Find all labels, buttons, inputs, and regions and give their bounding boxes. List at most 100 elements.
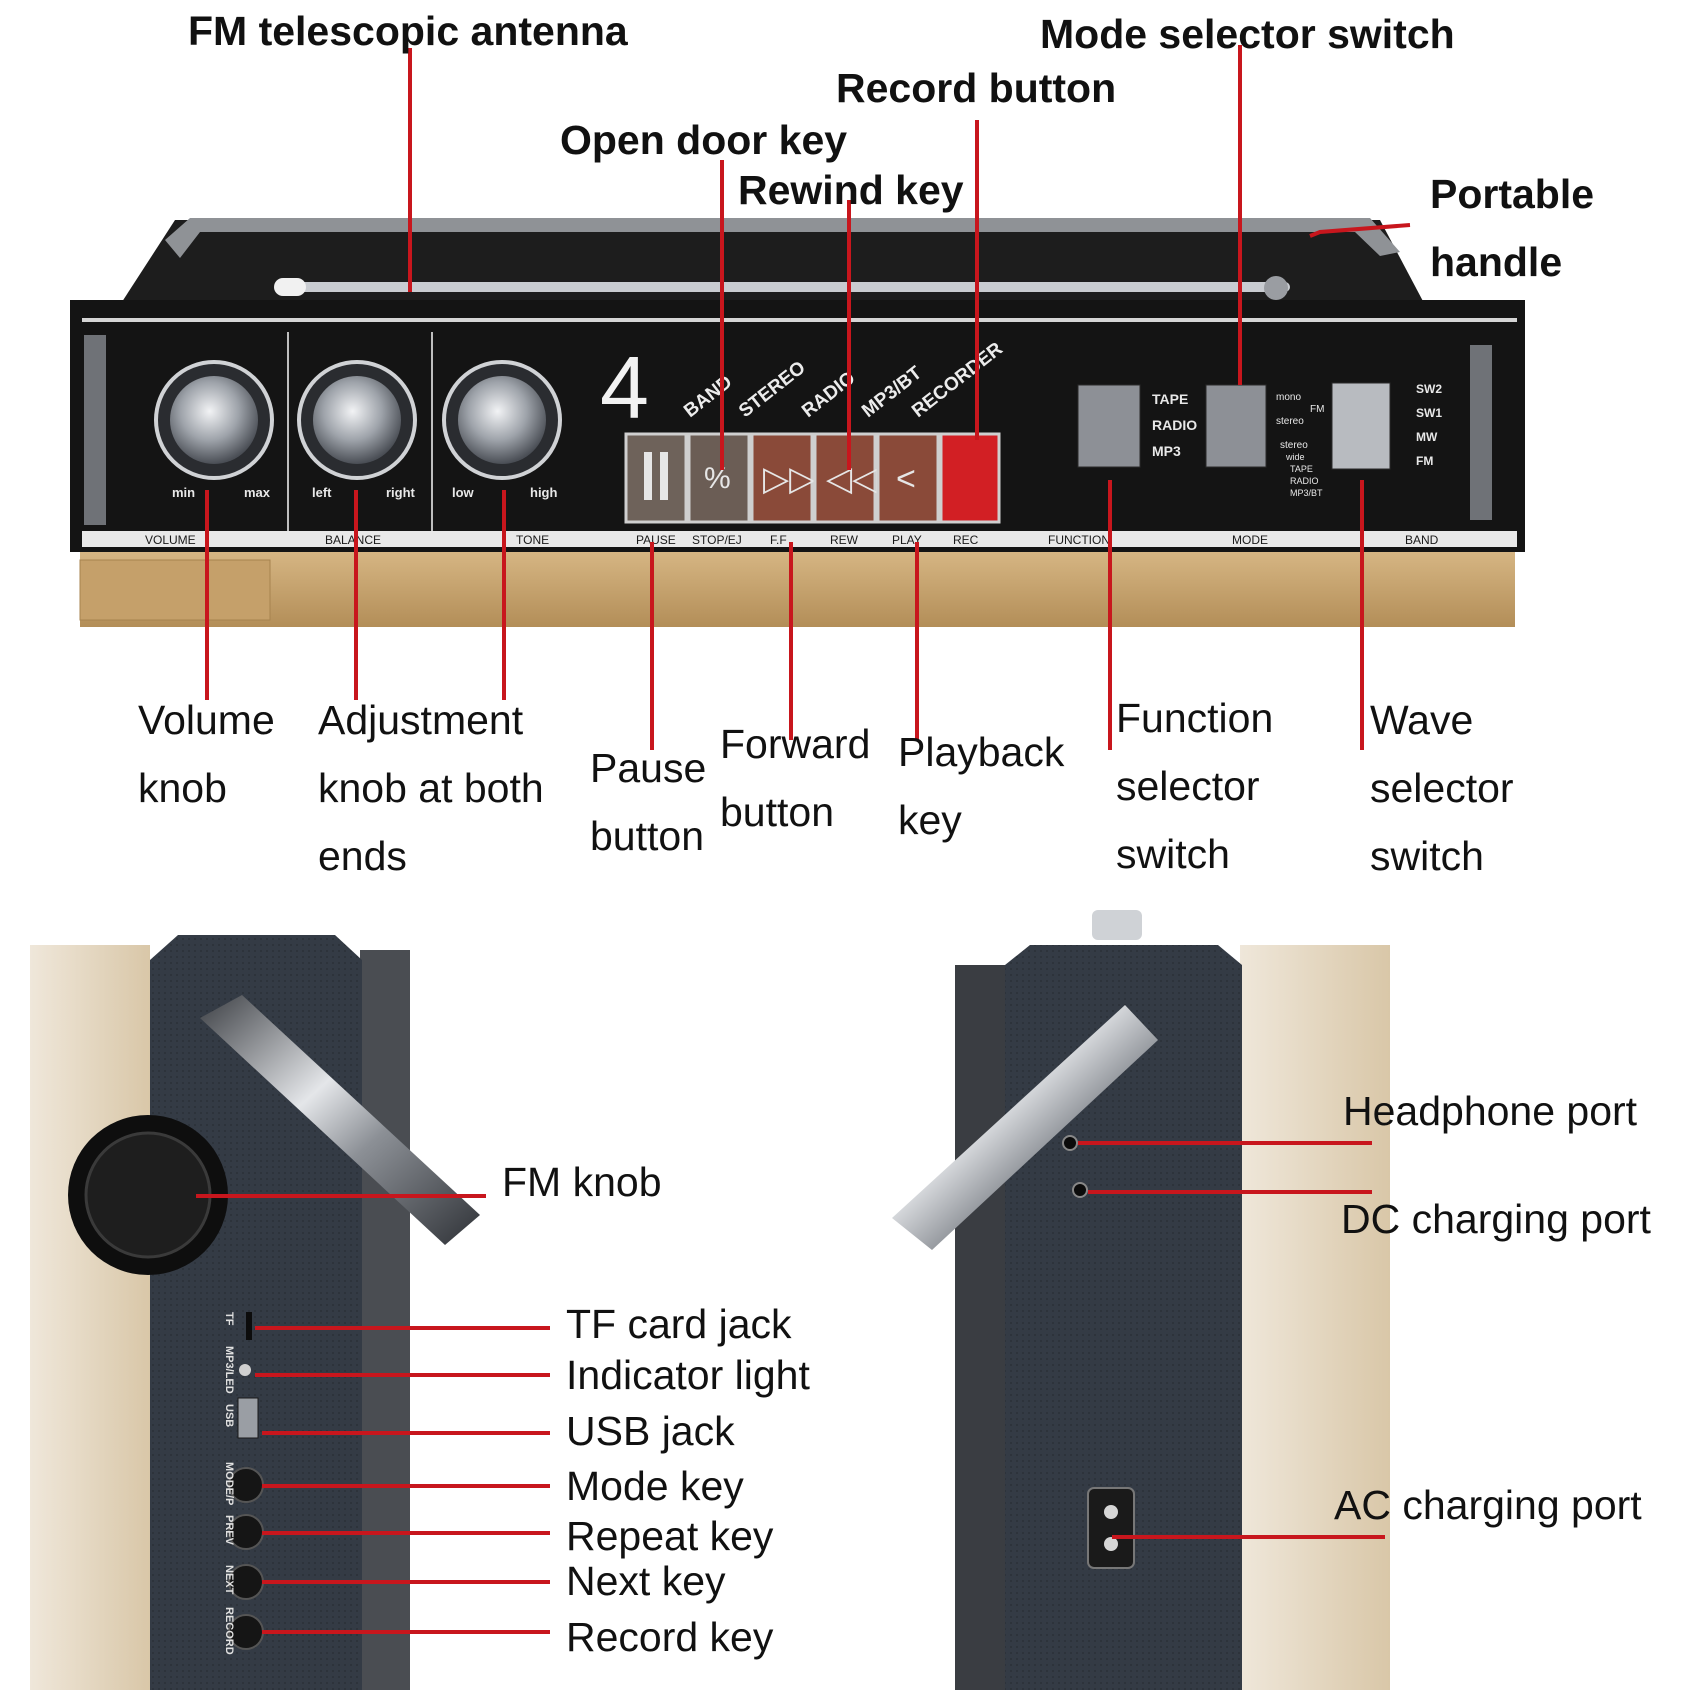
section-function: FUNCTION [1048, 533, 1110, 547]
port-label-prev: PREV [223, 1515, 235, 1546]
label-record-button: Record button [836, 65, 1117, 111]
knob-label-low: low [452, 485, 475, 500]
label-repeat-key: Repeat key [566, 1513, 774, 1559]
mode-option-radio: RADIO [1290, 476, 1319, 486]
knob-label-right: right [386, 485, 416, 500]
label-next-key: Next key [566, 1558, 726, 1604]
indicator-led [239, 1364, 251, 1376]
mode-switch[interactable] [1205, 384, 1267, 468]
svg-text:◁◁: ◁◁ [826, 460, 879, 498]
mode-option-tape: TAPE [1290, 464, 1313, 474]
rewind-key[interactable] [813, 432, 877, 524]
band-option-sw2: SW2 [1416, 382, 1442, 396]
port-label-usb: USB [223, 1404, 235, 1427]
fast-forward-key[interactable] [750, 432, 814, 524]
usb-slot[interactable] [237, 1397, 259, 1439]
label-open-door: Open door key [560, 117, 848, 163]
left-side-rear-block [360, 950, 410, 1690]
function-option-radio: RADIO [1152, 417, 1197, 433]
right-grille [1470, 345, 1492, 520]
pause-key[interactable] [624, 432, 688, 524]
mode-option-stereo-2: stereo [1280, 440, 1308, 451]
left-grille [84, 335, 106, 525]
port-label-record: RECORD [223, 1607, 235, 1655]
label-fm-knob: FM knob [502, 1159, 662, 1205]
ac-socket[interactable] [1087, 1487, 1135, 1569]
label-mode-key: Mode key [566, 1463, 744, 1509]
right-side-rear-block [955, 965, 1010, 1690]
transport-keys: % ▷▷ ◁◁ < [624, 432, 1001, 524]
port-label-mode: MODE/P [223, 1462, 235, 1505]
section-pause: PAUSE [636, 533, 676, 547]
fm-antenna-rod [290, 282, 1290, 292]
section-ff: F.F [770, 533, 787, 547]
mode-option-wide: wide [1285, 452, 1305, 462]
knob-label-left: left [312, 485, 332, 500]
section-rew: REW [830, 533, 859, 547]
label-playback-key: Playback key [898, 729, 1065, 843]
left-side-cream-body [30, 945, 150, 1690]
band-option-fm: FM [1416, 454, 1433, 468]
left-carry-handle [200, 995, 480, 1245]
function-switch[interactable] [1077, 384, 1141, 468]
band-option-sw1: SW1 [1416, 406, 1442, 420]
section-mode: MODE [1232, 533, 1268, 547]
label-volume-knob: Volume knob [138, 697, 275, 811]
label-pause-button: Pause button [590, 745, 707, 859]
right-side-panel [1005, 945, 1242, 1690]
section-stop-ej: STOP/EJ [692, 533, 742, 547]
radio-top-view: min max left right low high 4 BAND STERE… [70, 218, 1525, 627]
mode-option-fm: FM [1310, 404, 1324, 415]
stop-eject-key[interactable] [687, 432, 751, 524]
right-side-cream-body [1240, 945, 1390, 1690]
label-headphone-port: Headphone port [1343, 1088, 1638, 1134]
section-strip [82, 531, 1517, 547]
left-side-panel [150, 935, 362, 1690]
play-key[interactable] [876, 432, 940, 524]
section-band: BAND [1405, 533, 1439, 547]
section-tone: TONE [516, 533, 549, 547]
port-label-next: NEXT [223, 1565, 235, 1595]
radio-right-side-view [892, 910, 1390, 1690]
label-rewind: Rewind key [738, 167, 964, 213]
port-label-mp3led: MP3/LED [223, 1346, 235, 1394]
balance-knob[interactable] [297, 360, 417, 480]
panel-top-stripe [82, 318, 1517, 322]
band-switch[interactable] [1331, 382, 1391, 470]
label-record-key: Record key [566, 1614, 774, 1660]
dc-jack[interactable] [1072, 1182, 1088, 1198]
function-option-tape: TAPE [1152, 391, 1188, 407]
tf-card-slot[interactable] [246, 1312, 252, 1340]
record-key-red[interactable] [939, 432, 1001, 524]
label-usb-jack: USB jack [566, 1408, 735, 1454]
svg-text:<: < [896, 460, 916, 498]
label-function-selector: Function selector switch [1116, 695, 1274, 877]
label-tf-card-jack: TF card jack [566, 1301, 792, 1347]
headphone-jack[interactable] [1062, 1135, 1078, 1151]
label-adjustment-knob: Adjustment knob at both ends [318, 697, 544, 879]
mode-option-mono: mono [1276, 392, 1301, 403]
fm-antenna-hinge [1264, 276, 1288, 300]
section-balance: BALANCE [325, 533, 381, 547]
label-forward-button: Forward button [720, 721, 871, 835]
right-carry-handle [892, 1005, 1158, 1250]
radio-left-side-view: TF MP3/LED USB MODE/P PREV NEXT RECORD [30, 935, 480, 1690]
volume-knob[interactable] [154, 360, 274, 480]
band-option-mw: MW [1416, 430, 1438, 444]
model-number: 4 [600, 338, 649, 437]
function-option-mp3: MP3 [1152, 443, 1181, 459]
svg-text:%: % [704, 462, 731, 495]
label-mode-selector: Mode selector switch [1040, 11, 1455, 57]
right-side-top-bracket [1092, 910, 1142, 940]
label-fm-antenna: FM telescopic antenna [188, 8, 628, 54]
gold-body-slot [79, 559, 271, 621]
label-ac-charging-port: AC charging port [1334, 1482, 1642, 1528]
knob-label-min: min [172, 485, 195, 500]
label-portable-handle: Portable handle [1430, 171, 1595, 285]
mode-option-stereo: stereo [1276, 416, 1304, 427]
knob-label-high: high [530, 485, 557, 500]
tone-knob[interactable] [442, 360, 562, 480]
svg-text:▷▷: ▷▷ [763, 460, 816, 498]
